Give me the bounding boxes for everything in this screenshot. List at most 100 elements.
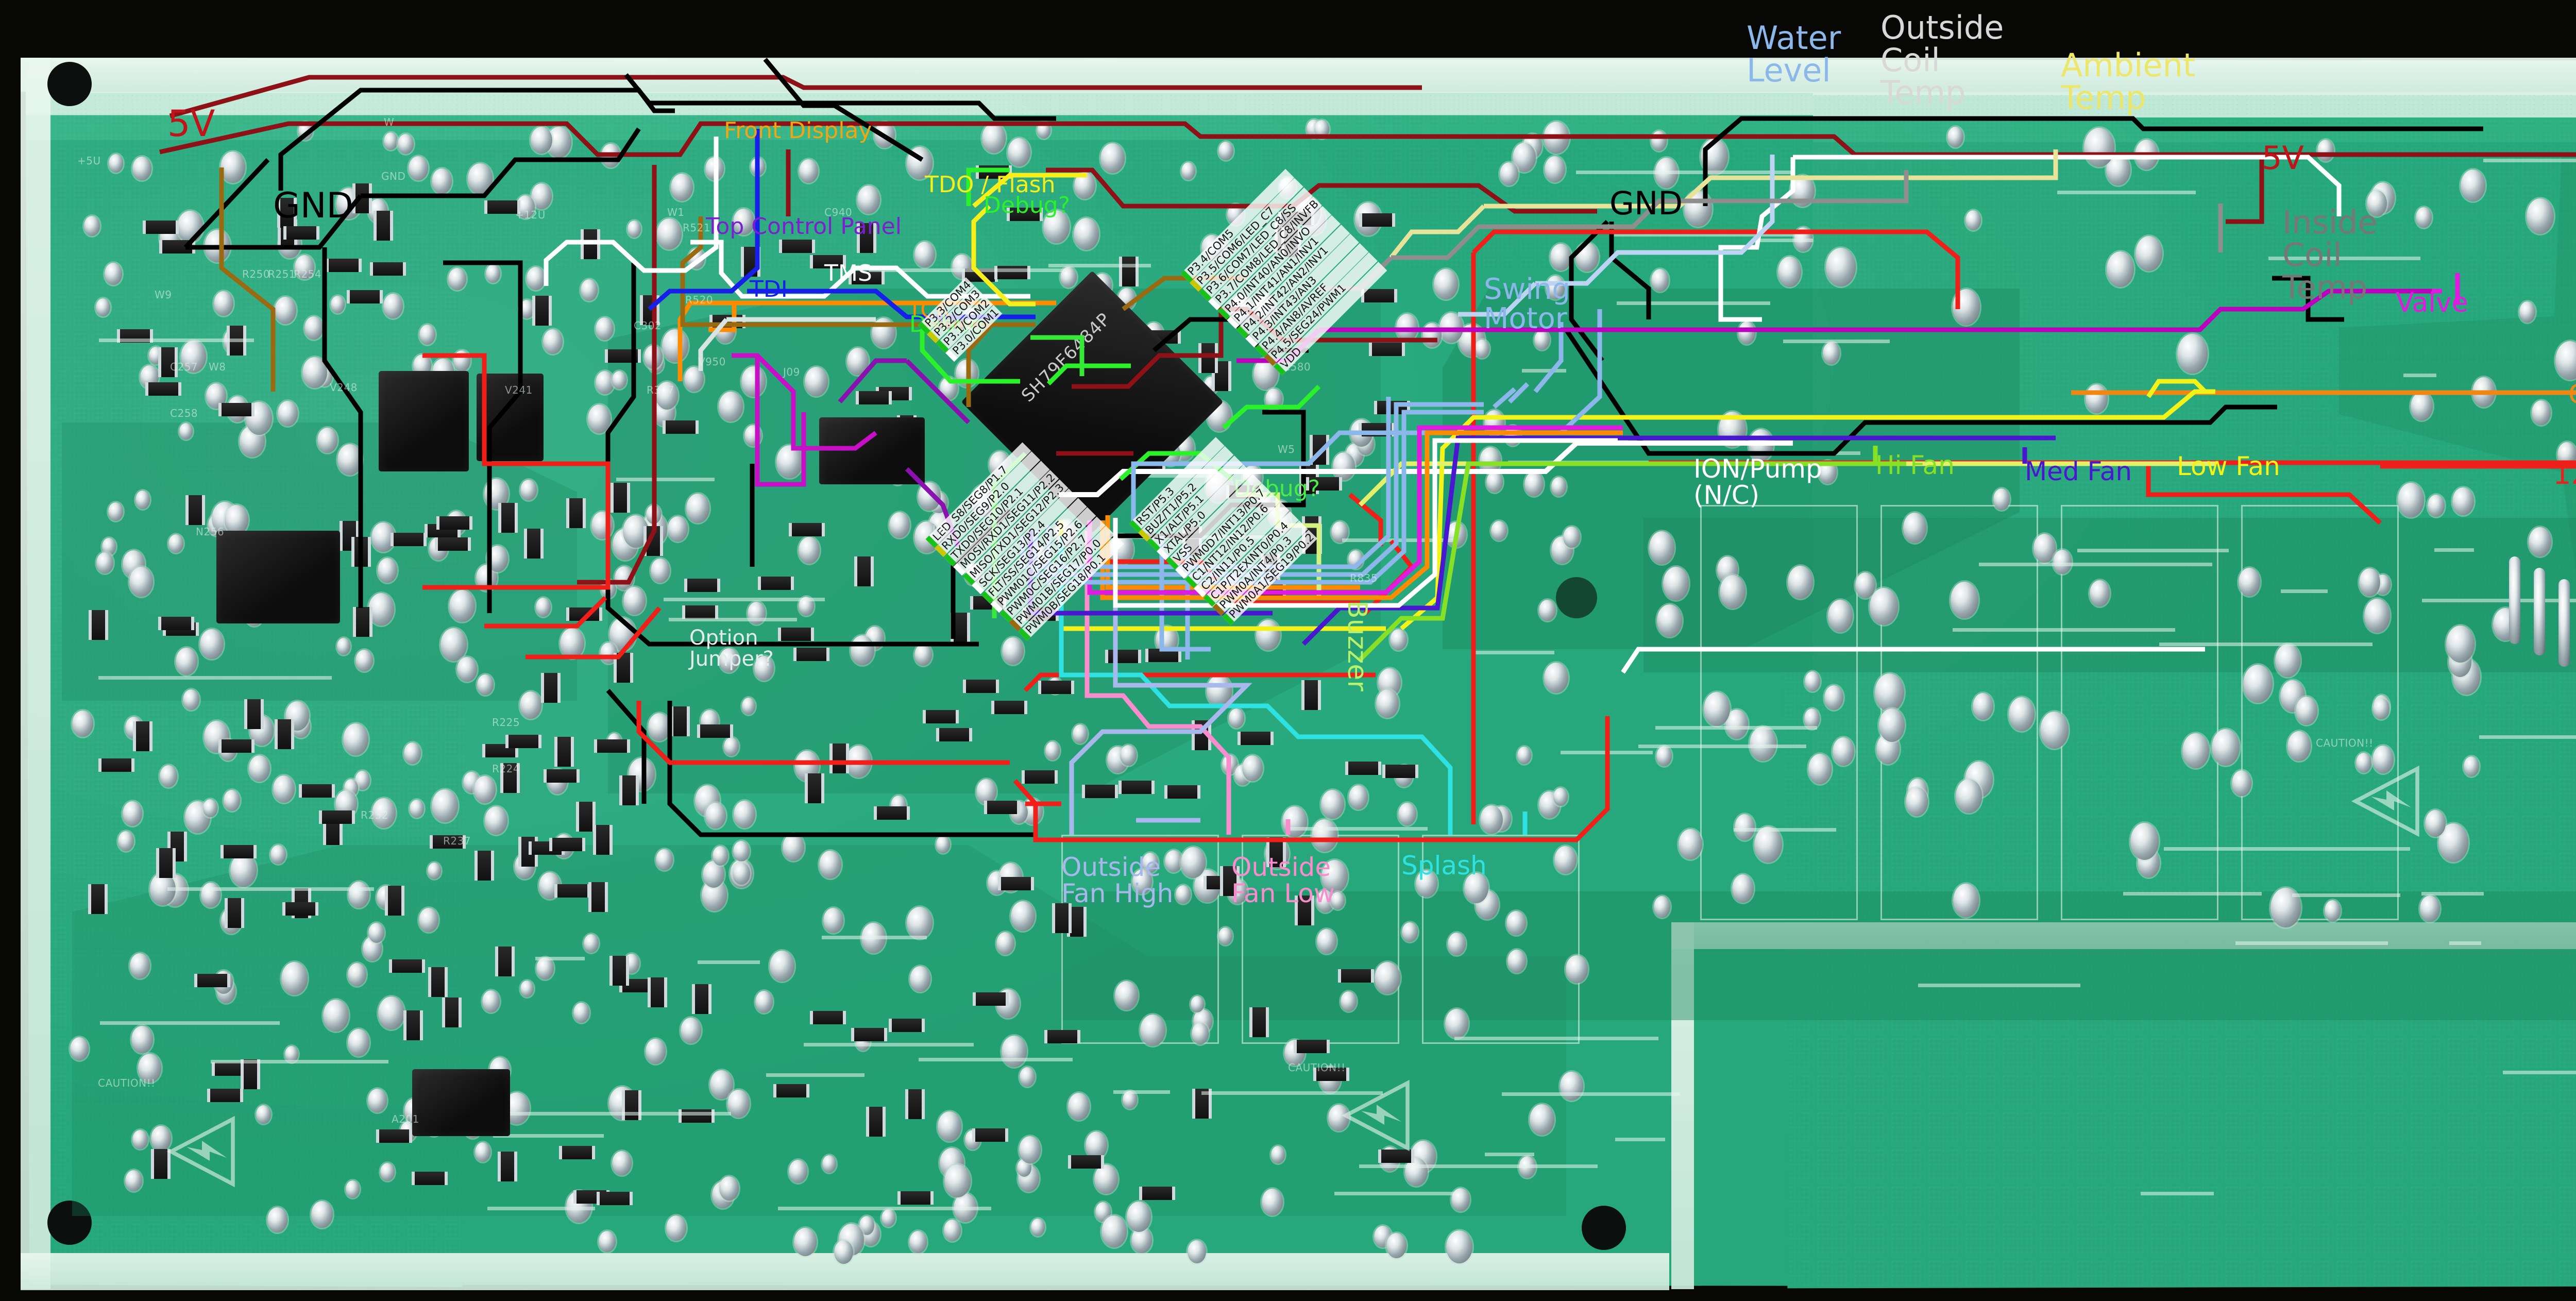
smd-component — [972, 1128, 1008, 1142]
solder-pad — [2425, 810, 2446, 837]
solder-pad — [940, 377, 958, 400]
smd-component — [576, 802, 596, 832]
solder-pad — [651, 559, 670, 583]
solder-pad — [281, 962, 308, 995]
solder-pad — [1218, 142, 1233, 160]
smd-component — [897, 1191, 934, 1205]
board-edge-rail-left — [21, 58, 50, 1289]
smd-component — [1139, 1187, 1175, 1200]
solder-pad — [1321, 790, 1344, 819]
smd-component — [829, 744, 849, 773]
smd-component — [225, 898, 244, 928]
smd-component — [541, 673, 561, 703]
solder-pad — [2532, 400, 2551, 425]
smd-component — [1068, 1155, 1104, 1169]
solder-pad — [733, 841, 750, 861]
smd-component — [1266, 837, 1286, 867]
solder-pad — [882, 1209, 895, 1227]
solder-pad — [486, 264, 500, 283]
silkscreen-trace — [1617, 301, 1770, 305]
silkscreen-trace — [100, 1021, 280, 1025]
caution-warning-icon — [2351, 765, 2419, 837]
solder-pad — [872, 318, 895, 348]
smd-component — [1238, 732, 1274, 745]
smd-component — [1164, 785, 1200, 799]
smd-component — [1220, 866, 1240, 896]
solder-pad — [1790, 175, 1815, 207]
silkscreen-text: C258 — [170, 407, 198, 419]
solder-pad — [298, 122, 313, 140]
smd-component — [991, 701, 1027, 714]
solder-pad — [794, 1228, 817, 1256]
smd-component — [505, 735, 541, 748]
solder-pad — [1176, 885, 1191, 904]
solder-pad — [2372, 746, 2394, 773]
solder-pad — [591, 512, 613, 539]
solder-pad — [1754, 826, 1782, 863]
smd-component — [352, 183, 372, 213]
solder-pad — [2359, 568, 2380, 596]
solder-pad — [2135, 140, 2158, 170]
solder-pad — [910, 966, 930, 992]
solder-pad — [755, 991, 773, 1013]
solder-pad — [378, 996, 404, 1029]
solder-pad — [705, 803, 726, 829]
smd-component — [851, 1028, 887, 1041]
smd-component — [1145, 649, 1181, 662]
solder-pad — [719, 1176, 739, 1201]
silkscreen-trace — [1359, 1164, 1598, 1168]
smd-component — [376, 1129, 412, 1143]
solder-pad — [688, 248, 705, 269]
solder-pad — [179, 423, 193, 440]
solder-pad — [1879, 708, 1905, 742]
solder-pad — [1448, 933, 1466, 955]
smd-component — [89, 610, 108, 640]
solder-pad — [129, 567, 153, 597]
solder-pad — [2527, 198, 2554, 234]
solder-pad — [601, 144, 620, 167]
solder-pad — [96, 298, 110, 316]
solder-pad — [536, 598, 551, 617]
smd-component — [275, 719, 294, 749]
solder-pad — [130, 953, 150, 978]
solder-pad — [1553, 788, 1568, 806]
solder-pad — [1045, 741, 1060, 760]
silkscreen-trace — [1113, 1090, 1170, 1094]
silkscreen-text: W5 — [1278, 443, 1295, 455]
solder-pad — [176, 648, 197, 675]
solder-pad — [1550, 244, 1571, 271]
silkscreen-trace — [1615, 1138, 1665, 1141]
solder-pad — [799, 537, 820, 564]
solder-pad — [1086, 1131, 1107, 1159]
silkscreen-trace — [1201, 1091, 1383, 1095]
silkscreen-trace — [1481, 438, 1628, 442]
silkscreen-trace — [778, 1207, 991, 1210]
smd-component — [207, 1089, 243, 1102]
solder-pad — [348, 963, 366, 986]
solder-pad — [2364, 599, 2390, 633]
solder-pad — [132, 157, 151, 180]
solder-pad — [1828, 600, 1853, 632]
silkscreen-text: C580 — [1283, 361, 1311, 373]
solder-pad — [404, 742, 421, 764]
solder-pad — [742, 698, 755, 715]
solder-pad — [2472, 377, 2495, 407]
solder-pad — [1265, 388, 1282, 410]
solder-pad — [1657, 604, 1682, 637]
smd-component — [283, 226, 319, 240]
silkscreen-trace — [2449, 941, 2481, 945]
solder-pad — [1100, 143, 1125, 173]
solder-pad — [132, 1130, 148, 1149]
solder-pad — [1073, 724, 1088, 744]
solder-pad — [2243, 665, 2273, 703]
solder-pad — [1524, 472, 1544, 496]
smd-component — [1022, 770, 1058, 784]
silkscreen-trace — [1334, 1192, 1454, 1195]
smd-component — [1119, 257, 1139, 286]
solder-pad — [681, 1018, 701, 1043]
solder-pad — [520, 480, 537, 500]
solder-pad — [1229, 708, 1244, 728]
solder-pad — [1732, 874, 1754, 903]
solder-pad — [1101, 1215, 1127, 1247]
